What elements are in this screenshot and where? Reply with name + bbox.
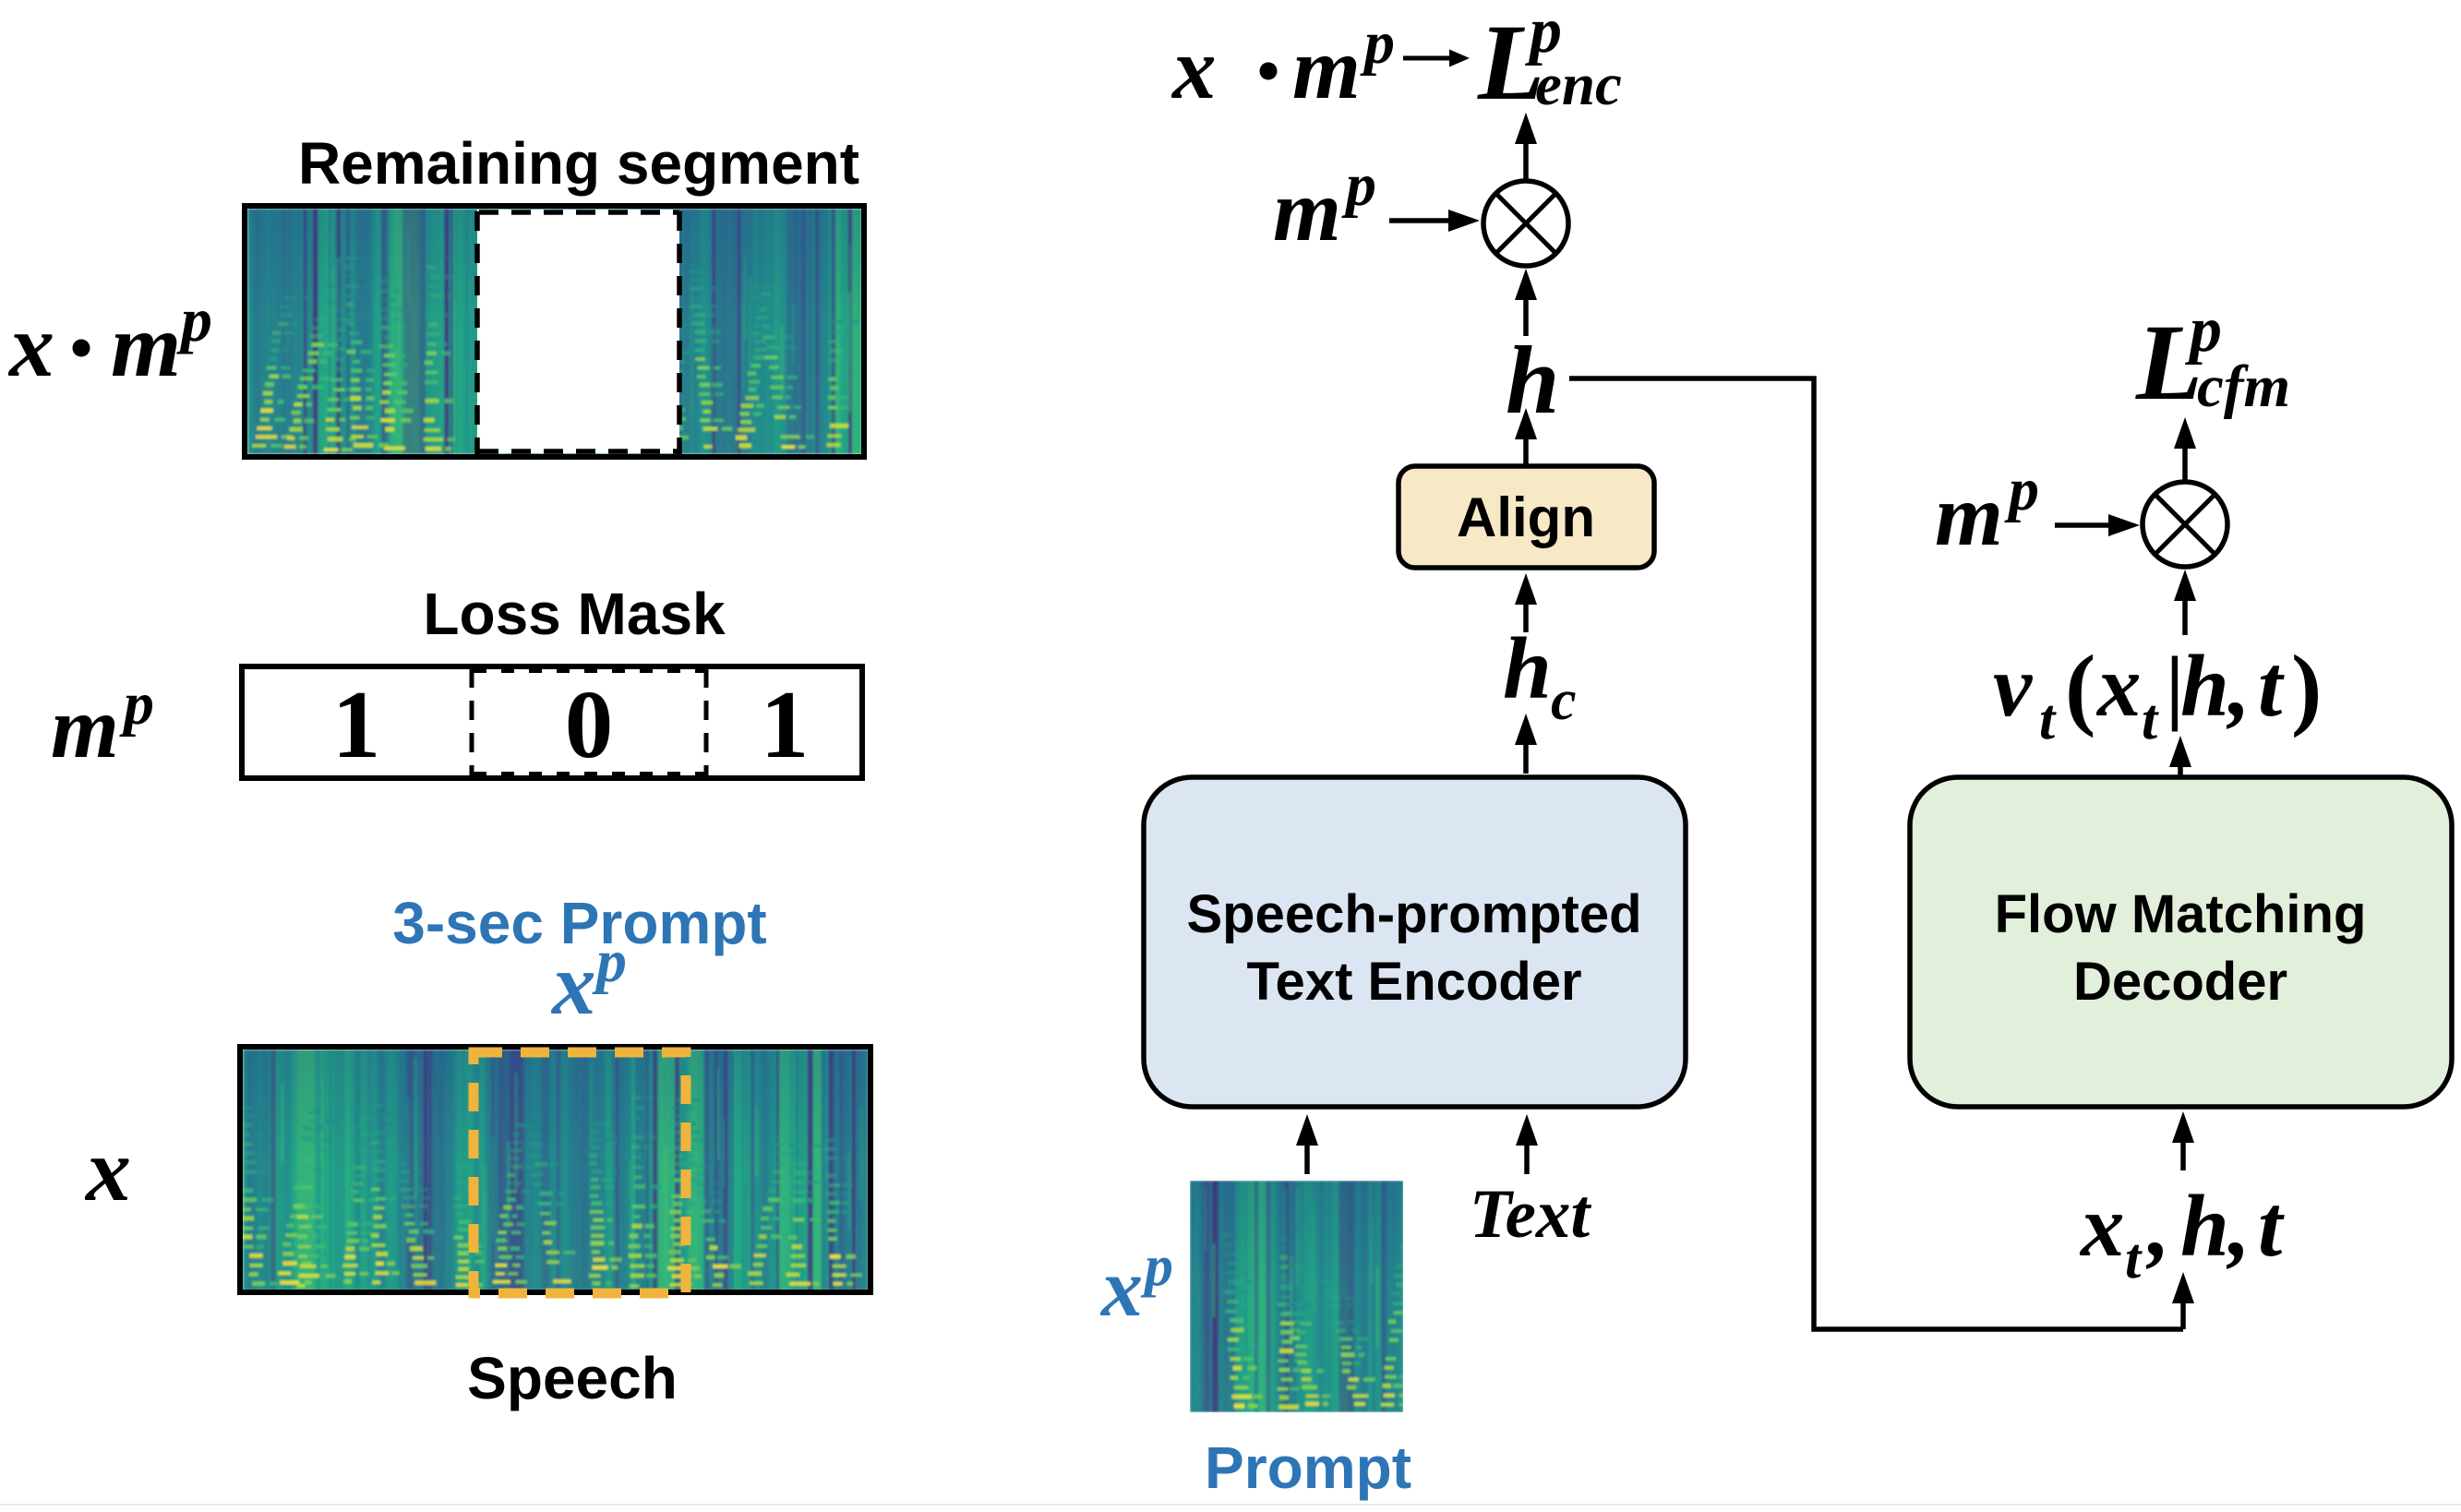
svg-text:m: m (1273, 162, 1341, 259)
svg-text:p: p (2004, 456, 2039, 523)
svg-text:x: x (1099, 1242, 1143, 1334)
svg-text:cfm: cfm (2197, 354, 2290, 420)
svg-text:h: h (1506, 326, 1559, 434)
svg-text:Align: Align (1457, 486, 1595, 548)
svg-text:Speech: Speech (467, 1345, 678, 1411)
svg-text:Text: Text (1470, 1176, 1592, 1253)
svg-text:m: m (1935, 466, 2003, 564)
svg-text:t: t (2258, 637, 2285, 735)
svg-text:,: , (2145, 1177, 2170, 1275)
svg-text:p: p (1341, 151, 1376, 219)
svg-text:p: p (176, 284, 212, 354)
svg-text:Flow Matching: Flow Matching (1995, 884, 2367, 944)
svg-text:x: x (2095, 637, 2142, 735)
svg-text:x: x (84, 1121, 131, 1220)
svg-text:L: L (2135, 302, 2203, 423)
svg-text:p: p (1525, 0, 1562, 66)
svg-text:,: , (2226, 1177, 2251, 1275)
svg-text:p: p (592, 928, 627, 995)
svg-text:m: m (51, 678, 119, 776)
svg-text:): ) (2291, 636, 2322, 738)
svg-text:p: p (119, 670, 154, 738)
svg-text:h: h (2180, 1177, 2229, 1275)
svg-text:x: x (2079, 1177, 2125, 1275)
svg-text:enc: enc (1535, 52, 1622, 118)
svg-text:Text Encoder: Text Encoder (1246, 952, 1581, 1012)
svg-text:x: x (550, 935, 596, 1033)
svg-text:p: p (1140, 1235, 1173, 1298)
svg-text:,: , (2226, 637, 2251, 735)
svg-text:|: | (2166, 641, 2184, 732)
svg-text:1: 1 (761, 670, 810, 778)
svg-text:Prompt: Prompt (1205, 1434, 1411, 1501)
svg-text:t: t (2125, 1228, 2143, 1290)
svg-text:Loss Mask: Loss Mask (423, 581, 726, 647)
svg-text:x: x (1170, 19, 1217, 117)
svg-text:Decoder: Decoder (2073, 952, 2287, 1012)
svg-text:m: m (1292, 19, 1361, 117)
svg-text:c: c (1551, 669, 1577, 732)
svg-text:t: t (2258, 1177, 2285, 1275)
svg-text:v: v (1993, 637, 2033, 735)
svg-text:3-sec Prompt: 3-sec Prompt (392, 890, 766, 956)
svg-text:t: t (2142, 689, 2159, 751)
svg-text:h: h (2180, 637, 2229, 735)
svg-text:Remaining segment: Remaining segment (298, 130, 859, 197)
svg-text:L: L (1477, 2, 1544, 123)
svg-text:1: 1 (332, 670, 381, 778)
svg-text:p: p (1360, 9, 1395, 77)
svg-text:x: x (7, 296, 54, 396)
svg-text:h: h (1503, 619, 1552, 717)
svg-text:m: m (111, 296, 181, 396)
svg-text:p: p (2185, 294, 2222, 366)
svg-text:t: t (2039, 689, 2057, 751)
svg-text:(: ( (2065, 636, 2095, 738)
svg-text:0: 0 (565, 670, 614, 778)
svg-text:Speech-prompted: Speech-prompted (1186, 884, 1641, 944)
